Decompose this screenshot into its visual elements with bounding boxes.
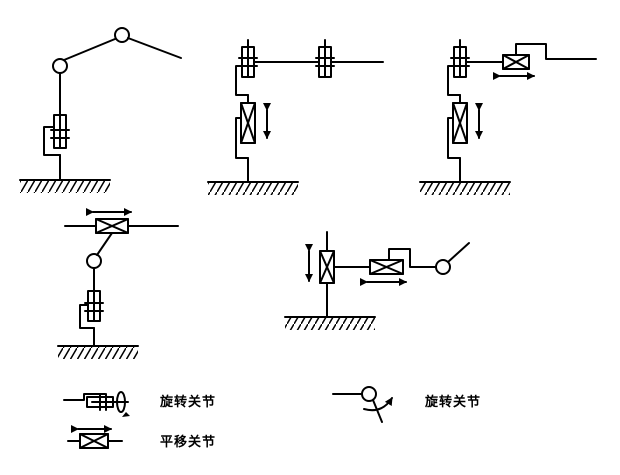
link — [127, 37, 182, 59]
ground-base — [284, 316, 376, 330]
legend-rotary-cylinder-symbol — [63, 391, 130, 417]
rotary-joint-pin — [114, 27, 130, 43]
rotary-joint-cylinder — [43, 114, 70, 156]
link — [96, 232, 113, 256]
rotary-joint-cylinder — [79, 290, 104, 329]
robot-articulated — [19, 27, 182, 193]
rotary-joint-cylinder — [447, 39, 470, 96]
legend-rotary-pin-symbol — [332, 386, 393, 423]
robot-gantry-arm — [57, 208, 179, 359]
rotary-joint-cylinder — [235, 39, 258, 96]
ground-base — [57, 345, 139, 359]
rotary-joint-pin — [52, 58, 68, 74]
rotary-joint-pin — [435, 259, 451, 275]
legend-label-prismatic-joint: 平移关节 — [160, 435, 217, 450]
prismatic-joint-vertical — [305, 231, 335, 284]
legend-prismatic-symbol — [67, 425, 123, 449]
robot-cartesian-wrist — [284, 231, 470, 330]
legend-label-rotary-joint-pin: 旋转关节 — [425, 395, 482, 410]
rotary-joint-cylinder — [315, 39, 335, 78]
robot-cylindrical-slider — [419, 39, 597, 195]
prismatic-joint-horizontal — [493, 43, 597, 80]
ground-base — [419, 181, 511, 195]
robot-cylindrical — [207, 39, 384, 195]
ground-base — [19, 179, 111, 193]
prismatic-joint-vertical — [447, 94, 483, 159]
prismatic-joint-horizontal — [64, 208, 179, 234]
rotary-joint-pin — [86, 253, 102, 269]
prismatic-joint-vertical — [235, 94, 271, 159]
legend-label-rotary-joint: 旋转关节 — [160, 395, 217, 410]
link — [63, 38, 116, 61]
ground-base — [207, 181, 299, 195]
prismatic-joint-horizontal — [360, 248, 437, 286]
link — [447, 242, 470, 263]
